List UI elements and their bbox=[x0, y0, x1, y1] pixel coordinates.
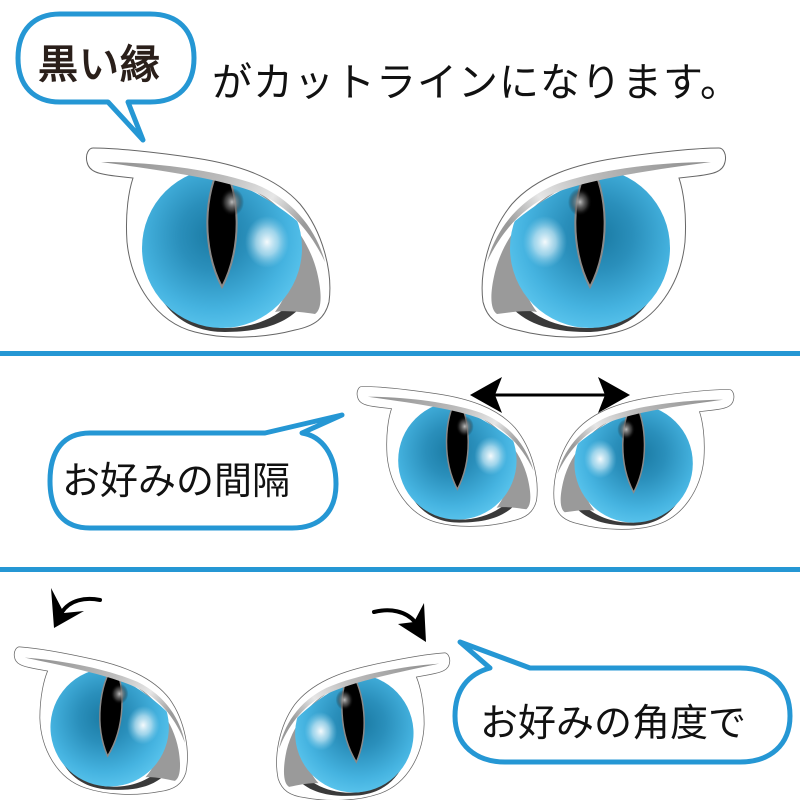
curved-arrow-cw-icon bbox=[372, 603, 426, 642]
double-arrow-icon bbox=[470, 377, 630, 413]
eye-sticker-left-small bbox=[357, 386, 537, 526]
eye-sticker-right-small bbox=[554, 389, 734, 529]
curved-arrow-ccw-icon bbox=[51, 588, 102, 628]
eye-sticker-left-rotated bbox=[5, 647, 194, 799]
section-cut-line bbox=[15, 11, 726, 337]
callout-cut-line-continuation: がカットラインになります。 bbox=[212, 60, 741, 106]
callout-cut-line-label: 黒い縁 bbox=[38, 42, 161, 88]
section-spacing bbox=[47, 377, 734, 531]
section-angle bbox=[5, 588, 793, 800]
eye-sticker-left bbox=[86, 148, 329, 337]
section-divider bbox=[0, 567, 800, 572]
eye-sticker-right-rotated bbox=[270, 653, 459, 800]
callout-angle-label: お好みの角度で bbox=[480, 701, 747, 745]
section-divider bbox=[0, 351, 800, 356]
speech-bubble-spacing bbox=[47, 412, 345, 531]
callout-spacing-label: お好みの間隔 bbox=[62, 459, 291, 503]
speech-bubble-angle bbox=[452, 639, 793, 765]
speech-bubble-cut-line bbox=[15, 11, 197, 143]
eye-sticker-right bbox=[482, 148, 725, 337]
